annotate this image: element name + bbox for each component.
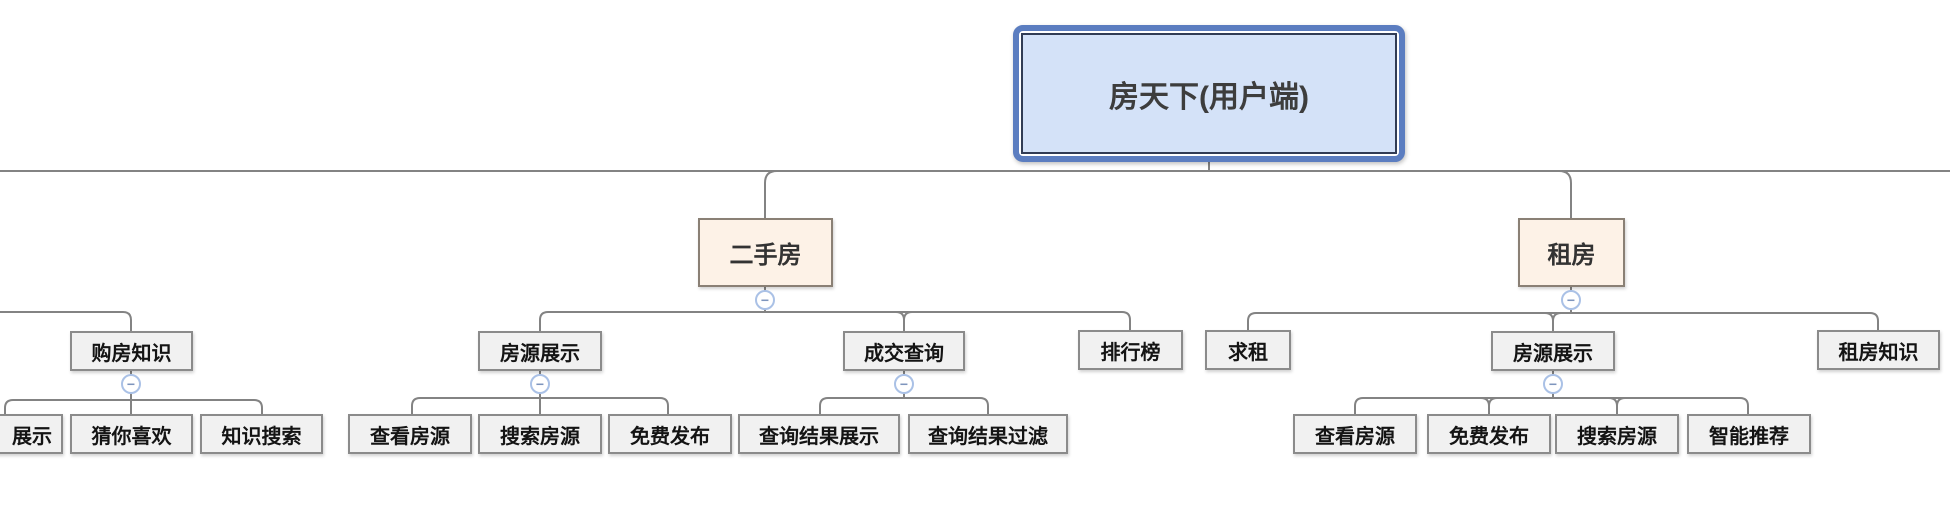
collapse-button-rental[interactable]: − — [1561, 290, 1581, 310]
collapse-button-rent-listing[interactable]: − — [1543, 374, 1563, 394]
minus-icon: − — [1548, 376, 1558, 392]
minus-icon: − — [1566, 292, 1576, 308]
node-seek-rent[interactable]: 求租 — [1205, 330, 1291, 370]
minus-icon: − — [760, 292, 770, 308]
collapse-button-deal-query[interactable]: − — [894, 374, 914, 394]
minus-icon: − — [126, 376, 136, 392]
node-rent-free-publish[interactable]: 免费发布 — [1427, 414, 1551, 454]
node-esf-free-publish[interactable]: 免费发布 — [608, 414, 732, 454]
minus-icon: − — [899, 376, 909, 392]
root-node[interactable]: 房天下(用户端) — [1013, 25, 1405, 162]
root-node-label: 房天下(用户端) — [1021, 33, 1397, 154]
node-rent-smart-recommend[interactable]: 智能推荐 — [1687, 414, 1811, 454]
node-esf-view-listing[interactable]: 查看房源 — [348, 414, 472, 454]
node-query-result-display[interactable]: 查询结果展示 — [738, 414, 900, 454]
node-rent-search-listing[interactable]: 搜索房源 — [1555, 414, 1679, 454]
node-rent-view-listing[interactable]: 查看房源 — [1293, 414, 1417, 454]
node-guess-you-like[interactable]: 猜你喜欢 — [70, 414, 193, 454]
node-display-cutoff[interactable]: 展示 — [0, 414, 63, 454]
collapse-button-esf-listing[interactable]: − — [530, 374, 550, 394]
node-esf-search-listing[interactable]: 搜索房源 — [478, 414, 602, 454]
node-query-result-filter[interactable]: 查询结果过滤 — [908, 414, 1068, 454]
node-rental[interactable]: 租房 — [1518, 218, 1625, 287]
minus-icon: − — [535, 376, 545, 392]
node-purchase-knowledge[interactable]: 购房知识 — [70, 331, 193, 371]
node-esf-listing-display[interactable]: 房源展示 — [478, 331, 602, 371]
collapse-button-second-hand[interactable]: − — [755, 290, 775, 310]
node-second-hand-house[interactable]: 二手房 — [698, 218, 833, 287]
node-rent-knowledge[interactable]: 租房知识 — [1817, 330, 1940, 370]
collapse-button-purchase-knowledge[interactable]: − — [121, 374, 141, 394]
node-ranking-list[interactable]: 排行榜 — [1078, 330, 1183, 370]
node-deal-query[interactable]: 成交查询 — [843, 331, 965, 371]
node-rent-listing-display[interactable]: 房源展示 — [1491, 331, 1615, 371]
node-knowledge-search[interactable]: 知识搜索 — [200, 414, 323, 454]
